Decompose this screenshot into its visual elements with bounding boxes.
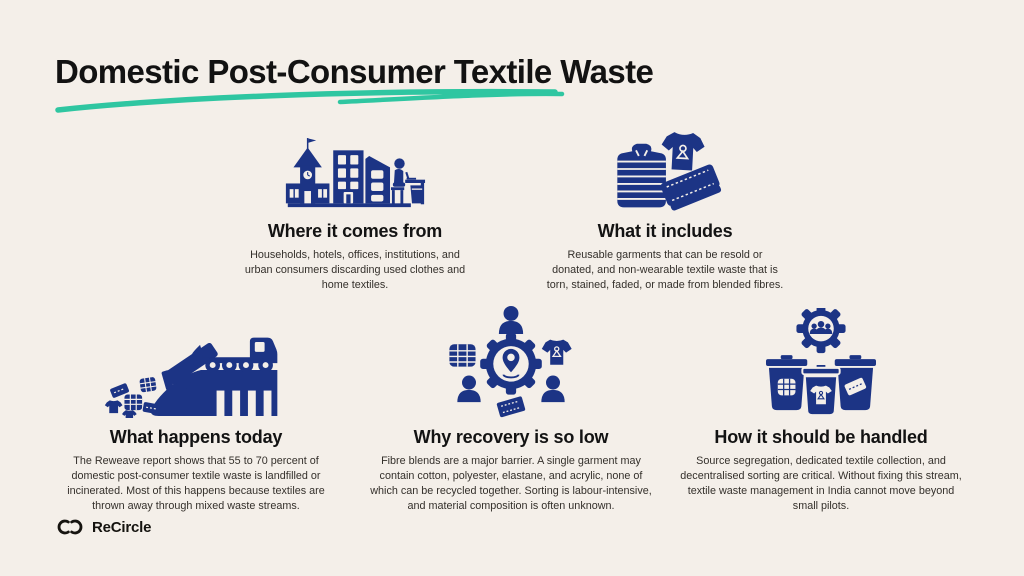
section-heading: Why recovery is so low [413, 427, 609, 447]
recircle-logo-text: ReCircle [92, 518, 152, 536]
section-heading: What happens today [109, 427, 283, 447]
section-body: The Reweave report shows that 55 to 70 p… [67, 455, 325, 512]
sorting-gear-people-icon [440, 306, 582, 418]
section-how-it-should-be-handled: How it should be handled Source segregat… [676, 306, 966, 514]
section-body: Households, hotels, offices, institution… [244, 249, 466, 291]
recircle-logo: ReCircle [55, 517, 151, 537]
segregation-bins-icon [757, 306, 885, 418]
section-heading: What it includes [597, 221, 733, 241]
section-body: Fibre blends are a major barrier. A sing… [370, 455, 652, 512]
dump-truck-landfill-icon [102, 306, 290, 418]
buildings-and-office-worker-icon [284, 126, 426, 212]
section-heading: Where it comes from [267, 221, 443, 241]
section-what-happens-today: What happens today The Reweave report sh… [51, 306, 341, 514]
section-why-recovery-is-so-low: Why recovery is so low Fibre blends are … [366, 306, 656, 514]
title-underline-scribble-icon [55, 88, 565, 113]
section-what-it-includes: What it includes Reusable garments that … [545, 126, 785, 293]
section-heading: How it should be handled [714, 427, 928, 447]
page-title: Domestic Post-Consumer Textile Waste [55, 53, 654, 90]
recircle-infinity-icon [57, 519, 83, 535]
section-body: Reusable garments that can be resold or … [546, 249, 784, 291]
section-body: Source segregation, dedicated textile co… [680, 455, 962, 512]
section-where-it-comes-from: Where it comes from Households, hotels, … [235, 126, 475, 293]
jacket-tshirt-textile-icon [603, 126, 727, 212]
